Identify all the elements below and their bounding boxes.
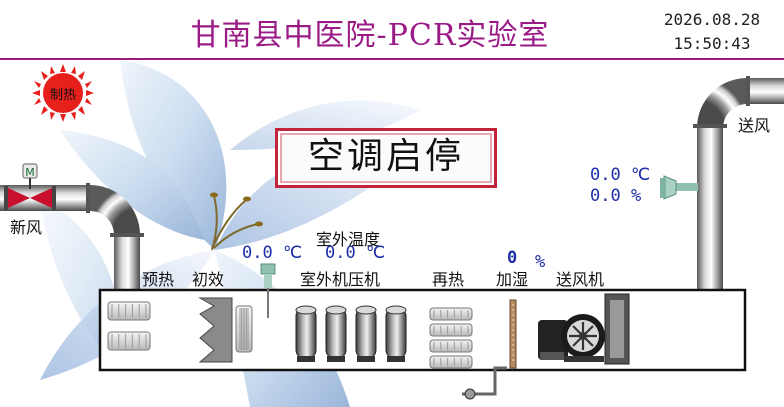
centrifugal-fan-icon[interactable]: [538, 293, 630, 365]
supply-air-label: 送风: [738, 116, 771, 135]
indoor-temp-value: 0.0 ℃: [242, 243, 303, 263]
ac-start-stop-button[interactable]: 空调启停: [275, 128, 497, 188]
header-divider: [0, 58, 784, 60]
valve-letter: M: [25, 166, 35, 179]
supply-humidity-value: 0.0 %: [590, 186, 642, 206]
section-primary-filter: 初效: [192, 270, 225, 289]
heat-mode-label: 制热: [49, 88, 76, 103]
supply-air-duct: [693, 76, 784, 290]
section-supply-fan: 送风机: [556, 270, 605, 289]
outdoor-temp-label: 室外温度: [316, 230, 381, 249]
indoor-temp-sensor: [260, 263, 276, 318]
fresh-air-label: 新风: [10, 218, 43, 237]
humidity-unit: %: [535, 252, 546, 272]
preheat-coil: [107, 301, 151, 351]
humidifier: [462, 299, 517, 400]
air-handling-unit: [98, 288, 747, 372]
date-readout: 2026.08.28: [663, 10, 761, 29]
primary-filter: [198, 297, 253, 363]
reheat-coil: [429, 307, 473, 369]
section-outdoor-compressor: 室外机压机: [300, 270, 381, 289]
duct-sensor-icon: [660, 175, 698, 200]
outdoor-temp-value: 0.0 ℃: [325, 243, 386, 263]
page-title: 甘南县中医院-PCR实验室: [190, 18, 550, 53]
compressor-group: [295, 305, 407, 362]
time-readout: 15:50:43: [673, 34, 751, 53]
ac-start-stop-label: 空调启停: [307, 136, 464, 177]
humidity-value: 0: [507, 248, 518, 268]
section-preheat: 预热: [142, 270, 175, 289]
section-reheat: 再热: [432, 270, 465, 289]
sun-icon: [32, 64, 94, 122]
fresh-air-duct: [0, 183, 144, 290]
supply-temp-value: 0.0 ℃: [590, 165, 651, 185]
section-humidify: 加湿: [496, 270, 529, 289]
motor-valve-icon[interactable]: [4, 163, 56, 210]
